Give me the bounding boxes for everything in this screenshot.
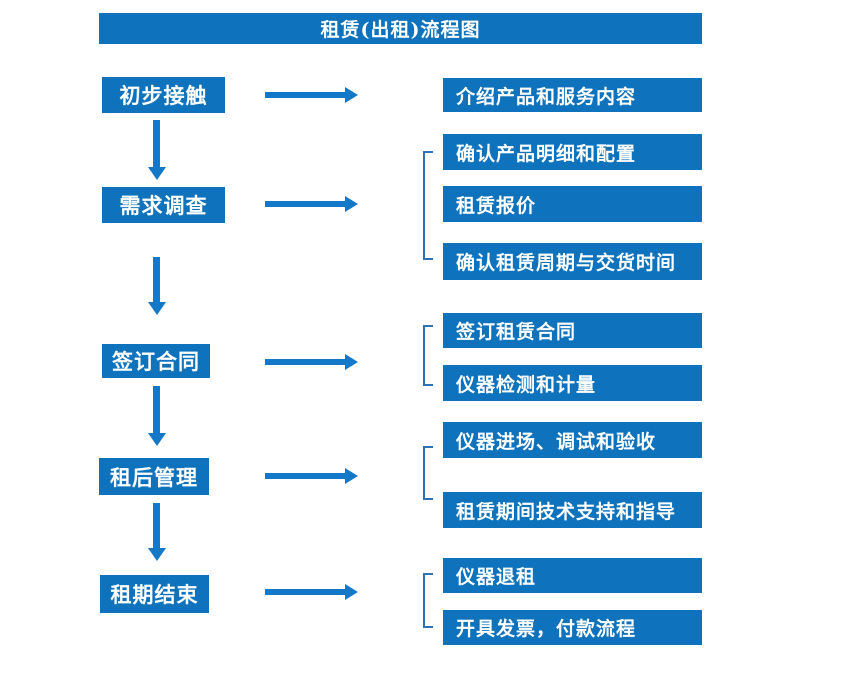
arrow-head bbox=[345, 87, 358, 103]
output-box-introduce-products: 介绍产品和服务内容 bbox=[443, 78, 702, 112]
arrow-shaft bbox=[153, 257, 160, 302]
arrow-head bbox=[345, 468, 358, 484]
arrow-shaft bbox=[153, 386, 160, 433]
arrow-head bbox=[345, 584, 358, 600]
group-bracket-demand-survey bbox=[423, 151, 433, 260]
arrow-shaft bbox=[265, 589, 345, 595]
arrow-shaft bbox=[265, 359, 345, 365]
arrow-head bbox=[148, 302, 166, 315]
arrow-shaft bbox=[153, 503, 160, 548]
arrow-down-icon-3 bbox=[148, 386, 166, 446]
output-box-instrument-entry-acceptance: 仪器进场、调试和验收 bbox=[443, 422, 702, 458]
arrow-down-icon-1 bbox=[148, 120, 166, 180]
arrow-right-icon-2 bbox=[265, 196, 358, 212]
arrow-shaft bbox=[265, 473, 345, 479]
arrow-head bbox=[148, 167, 166, 180]
arrow-head bbox=[148, 433, 166, 446]
stage-box-sign-contract: 签订合同 bbox=[102, 344, 210, 378]
stage-box-initial-contact: 初步接触 bbox=[102, 77, 225, 113]
output-box-confirm-product-details: 确认产品明细和配置 bbox=[443, 134, 702, 170]
flowchart-title: 租赁(出租)流程图 bbox=[99, 13, 702, 44]
arrow-head bbox=[345, 354, 358, 370]
output-box-instrument-inspection: 仪器检测和计量 bbox=[443, 365, 702, 401]
group-bracket-post-rental bbox=[423, 446, 433, 500]
output-box-instrument-return: 仪器退租 bbox=[443, 558, 702, 593]
stage-box-rental-end: 租期结束 bbox=[100, 575, 209, 613]
output-box-invoice-payment: 开具发票，付款流程 bbox=[443, 610, 702, 645]
arrow-right-icon-1 bbox=[265, 87, 358, 103]
output-box-sign-rental-contract: 签订租赁合同 bbox=[443, 313, 702, 348]
arrow-right-icon-4 bbox=[265, 468, 358, 484]
arrow-right-icon-3 bbox=[265, 354, 358, 370]
stage-box-post-rental-management: 租后管理 bbox=[99, 458, 209, 495]
arrow-down-icon-4 bbox=[148, 503, 166, 561]
output-box-rental-quotation: 租赁报价 bbox=[443, 186, 702, 222]
arrow-shaft bbox=[265, 201, 345, 207]
group-bracket-sign-contract bbox=[423, 325, 433, 386]
output-box-tech-support: 租赁期间技术支持和指导 bbox=[443, 492, 702, 528]
arrow-shaft bbox=[265, 92, 345, 98]
arrow-right-icon-5 bbox=[265, 584, 358, 600]
arrow-down-icon-2 bbox=[148, 257, 166, 315]
group-bracket-rental-end bbox=[423, 573, 433, 628]
arrow-shaft bbox=[153, 120, 160, 167]
arrow-head bbox=[345, 196, 358, 212]
stage-box-demand-survey: 需求调查 bbox=[102, 187, 225, 223]
arrow-head bbox=[148, 548, 166, 561]
output-box-confirm-rental-period: 确认租赁周期与交货时间 bbox=[443, 243, 702, 280]
